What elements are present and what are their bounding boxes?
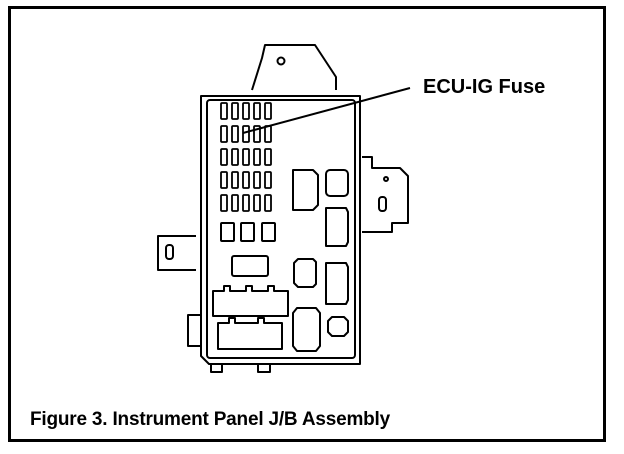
- right-mounting-tab: [362, 156, 409, 233]
- small-relay-1: [220, 222, 235, 242]
- top-tab-hole: [276, 56, 286, 66]
- fuse-row-4: [220, 171, 272, 189]
- connector-bottom-center: [292, 307, 321, 352]
- jb-inner-border: [206, 99, 356, 359]
- connector-upper-left: [292, 169, 319, 211]
- connector-block-a: [212, 285, 289, 317]
- top-mounting-tab: [251, 44, 337, 91]
- ecu-ig-fuse-label: ECU-IG Fuse: [423, 76, 546, 98]
- connector-block-b: [217, 317, 283, 350]
- relay-block-middle: [231, 255, 269, 277]
- fuse-row-1: [220, 102, 272, 120]
- fuse-row-3: [220, 148, 272, 166]
- bottom-foot-right: [257, 364, 271, 373]
- connector-bottom-right: [327, 316, 349, 337]
- left-clip: [187, 314, 201, 347]
- bottom-foot-left: [210, 364, 223, 373]
- small-relay-3: [261, 222, 276, 242]
- connector-upper-right: [325, 169, 349, 197]
- left-mounting-tab: [157, 235, 196, 271]
- small-relay-2: [240, 222, 255, 242]
- left-tab-slot: [165, 244, 174, 260]
- fuse-row-5: [220, 194, 272, 212]
- fuse-grid: [220, 102, 272, 212]
- right-tab-hole: [383, 176, 389, 182]
- connector-middle-center: [293, 258, 317, 288]
- right-tab-slot: [378, 196, 387, 212]
- figure-frame: [8, 6, 606, 442]
- figure-caption: Figure 3. Instrument Panel J/B Assembly: [30, 409, 390, 430]
- callout-leader-line: [242, 87, 411, 134]
- jb-outer-body: [200, 95, 361, 365]
- connector-lower-right: [325, 262, 349, 305]
- connector-middle-right: [325, 207, 349, 247]
